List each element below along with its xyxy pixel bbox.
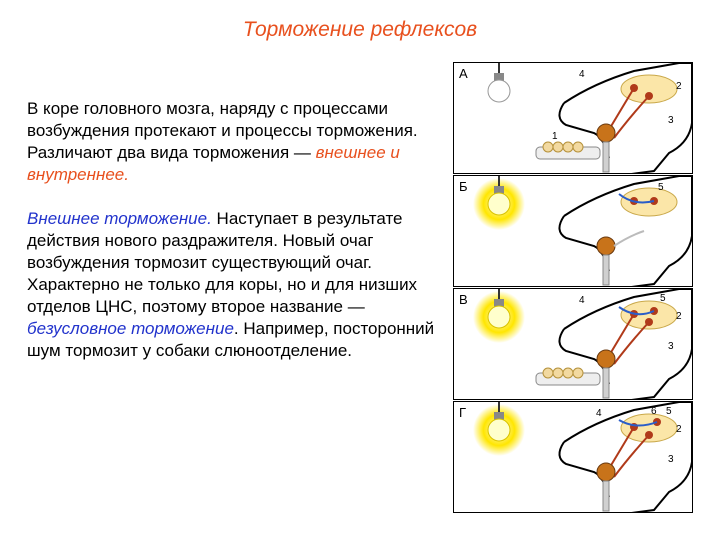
label-number: 5 xyxy=(666,406,672,417)
label-number: 3 xyxy=(668,341,674,352)
dog-head-outline xyxy=(563,402,692,512)
inhibition-types-highlight: внешнее и внутреннее. xyxy=(27,143,400,184)
panel-label: Г xyxy=(459,405,467,420)
temporary-connection xyxy=(618,306,655,316)
dog-diagram-g: 4 6 5 2 3 xyxy=(473,402,692,512)
panel-label: Б xyxy=(459,179,468,194)
label-number: 1 xyxy=(552,131,558,142)
bulb-base xyxy=(494,299,504,307)
label-number: 4 xyxy=(579,69,585,80)
dog-head-outline xyxy=(563,176,692,286)
salivary-gland xyxy=(596,236,616,256)
dog-head-outline xyxy=(563,289,692,399)
experiment-figure: А 4 2 3 1 Б xyxy=(453,62,693,513)
label-number: 5 xyxy=(658,182,664,193)
panel-label: В xyxy=(459,292,468,307)
dog-diagram-b: 5 xyxy=(473,176,692,286)
example-text: . Например, посторонний шум тормозит у с… xyxy=(27,319,435,360)
saliva-tube xyxy=(602,254,610,286)
label-number: 4 xyxy=(596,408,602,419)
bulb-icon xyxy=(487,79,511,103)
external-inhibition-text: Наступает в результате действия нового р… xyxy=(27,209,418,316)
food-pellet xyxy=(562,141,574,153)
label-number: 6 xyxy=(651,406,657,417)
panel-a: А 4 2 3 1 xyxy=(453,62,693,174)
bulb-icon xyxy=(487,418,511,442)
label-number: 2 xyxy=(676,424,682,435)
food-pellet xyxy=(552,367,564,379)
label-number: 2 xyxy=(676,311,682,322)
unconditioned-inhibition-term: безусловное торможение xyxy=(27,319,234,338)
external-inhibition-paragraph: Внешнее торможение. Наступает в результа… xyxy=(27,208,437,362)
saliva-tube xyxy=(602,367,610,399)
page-title: Торможение рефлексов xyxy=(242,18,478,41)
food-pellet xyxy=(552,141,564,153)
food-pellet xyxy=(572,367,584,379)
panel-label: А xyxy=(459,66,468,81)
salivary-gland xyxy=(596,349,616,369)
bulb-base xyxy=(494,186,504,194)
intro-text: В коре головного мозга, наряду с процесс… xyxy=(27,99,418,162)
label-number: 4 xyxy=(579,295,585,306)
brain-shape xyxy=(620,413,678,443)
food-pellet xyxy=(542,141,554,153)
bulb-icon xyxy=(487,305,511,329)
saliva-tube xyxy=(602,480,610,512)
panel-g: Г 4 6 5 2 3 xyxy=(453,401,693,513)
bulb-base xyxy=(494,73,504,81)
salivary-gland xyxy=(596,462,616,482)
panel-b: Б 5 xyxy=(453,175,693,287)
panel-v: В 4 5 2 3 xyxy=(453,288,693,400)
brain-shape xyxy=(620,300,678,330)
nerve-path xyxy=(613,230,645,247)
bulb-base xyxy=(494,412,504,420)
saliva-tube xyxy=(602,141,610,173)
external-inhibition-term: Внешнее торможение. xyxy=(27,209,212,228)
food-pellet xyxy=(542,367,554,379)
bulb-icon xyxy=(487,192,511,216)
dog-head-outline xyxy=(563,63,692,173)
brain-shape xyxy=(620,74,678,104)
main-text: В коре головного мозга, наряду с процесс… xyxy=(27,98,437,362)
temporary-connection xyxy=(618,419,658,427)
food-pellet xyxy=(572,141,584,153)
dog-diagram-a: 4 2 3 1 xyxy=(487,63,692,173)
label-number: 2 xyxy=(676,81,682,92)
temporary-connection xyxy=(618,193,655,204)
dog-diagram-v: 4 5 2 3 xyxy=(473,289,692,399)
intro-paragraph: В коре головного мозга, наряду с процесс… xyxy=(27,98,437,186)
label-number: 5 xyxy=(660,293,666,304)
label-number: 3 xyxy=(668,454,674,465)
salivary-gland xyxy=(596,123,616,143)
food-pellet xyxy=(562,367,574,379)
label-number: 3 xyxy=(668,115,674,126)
